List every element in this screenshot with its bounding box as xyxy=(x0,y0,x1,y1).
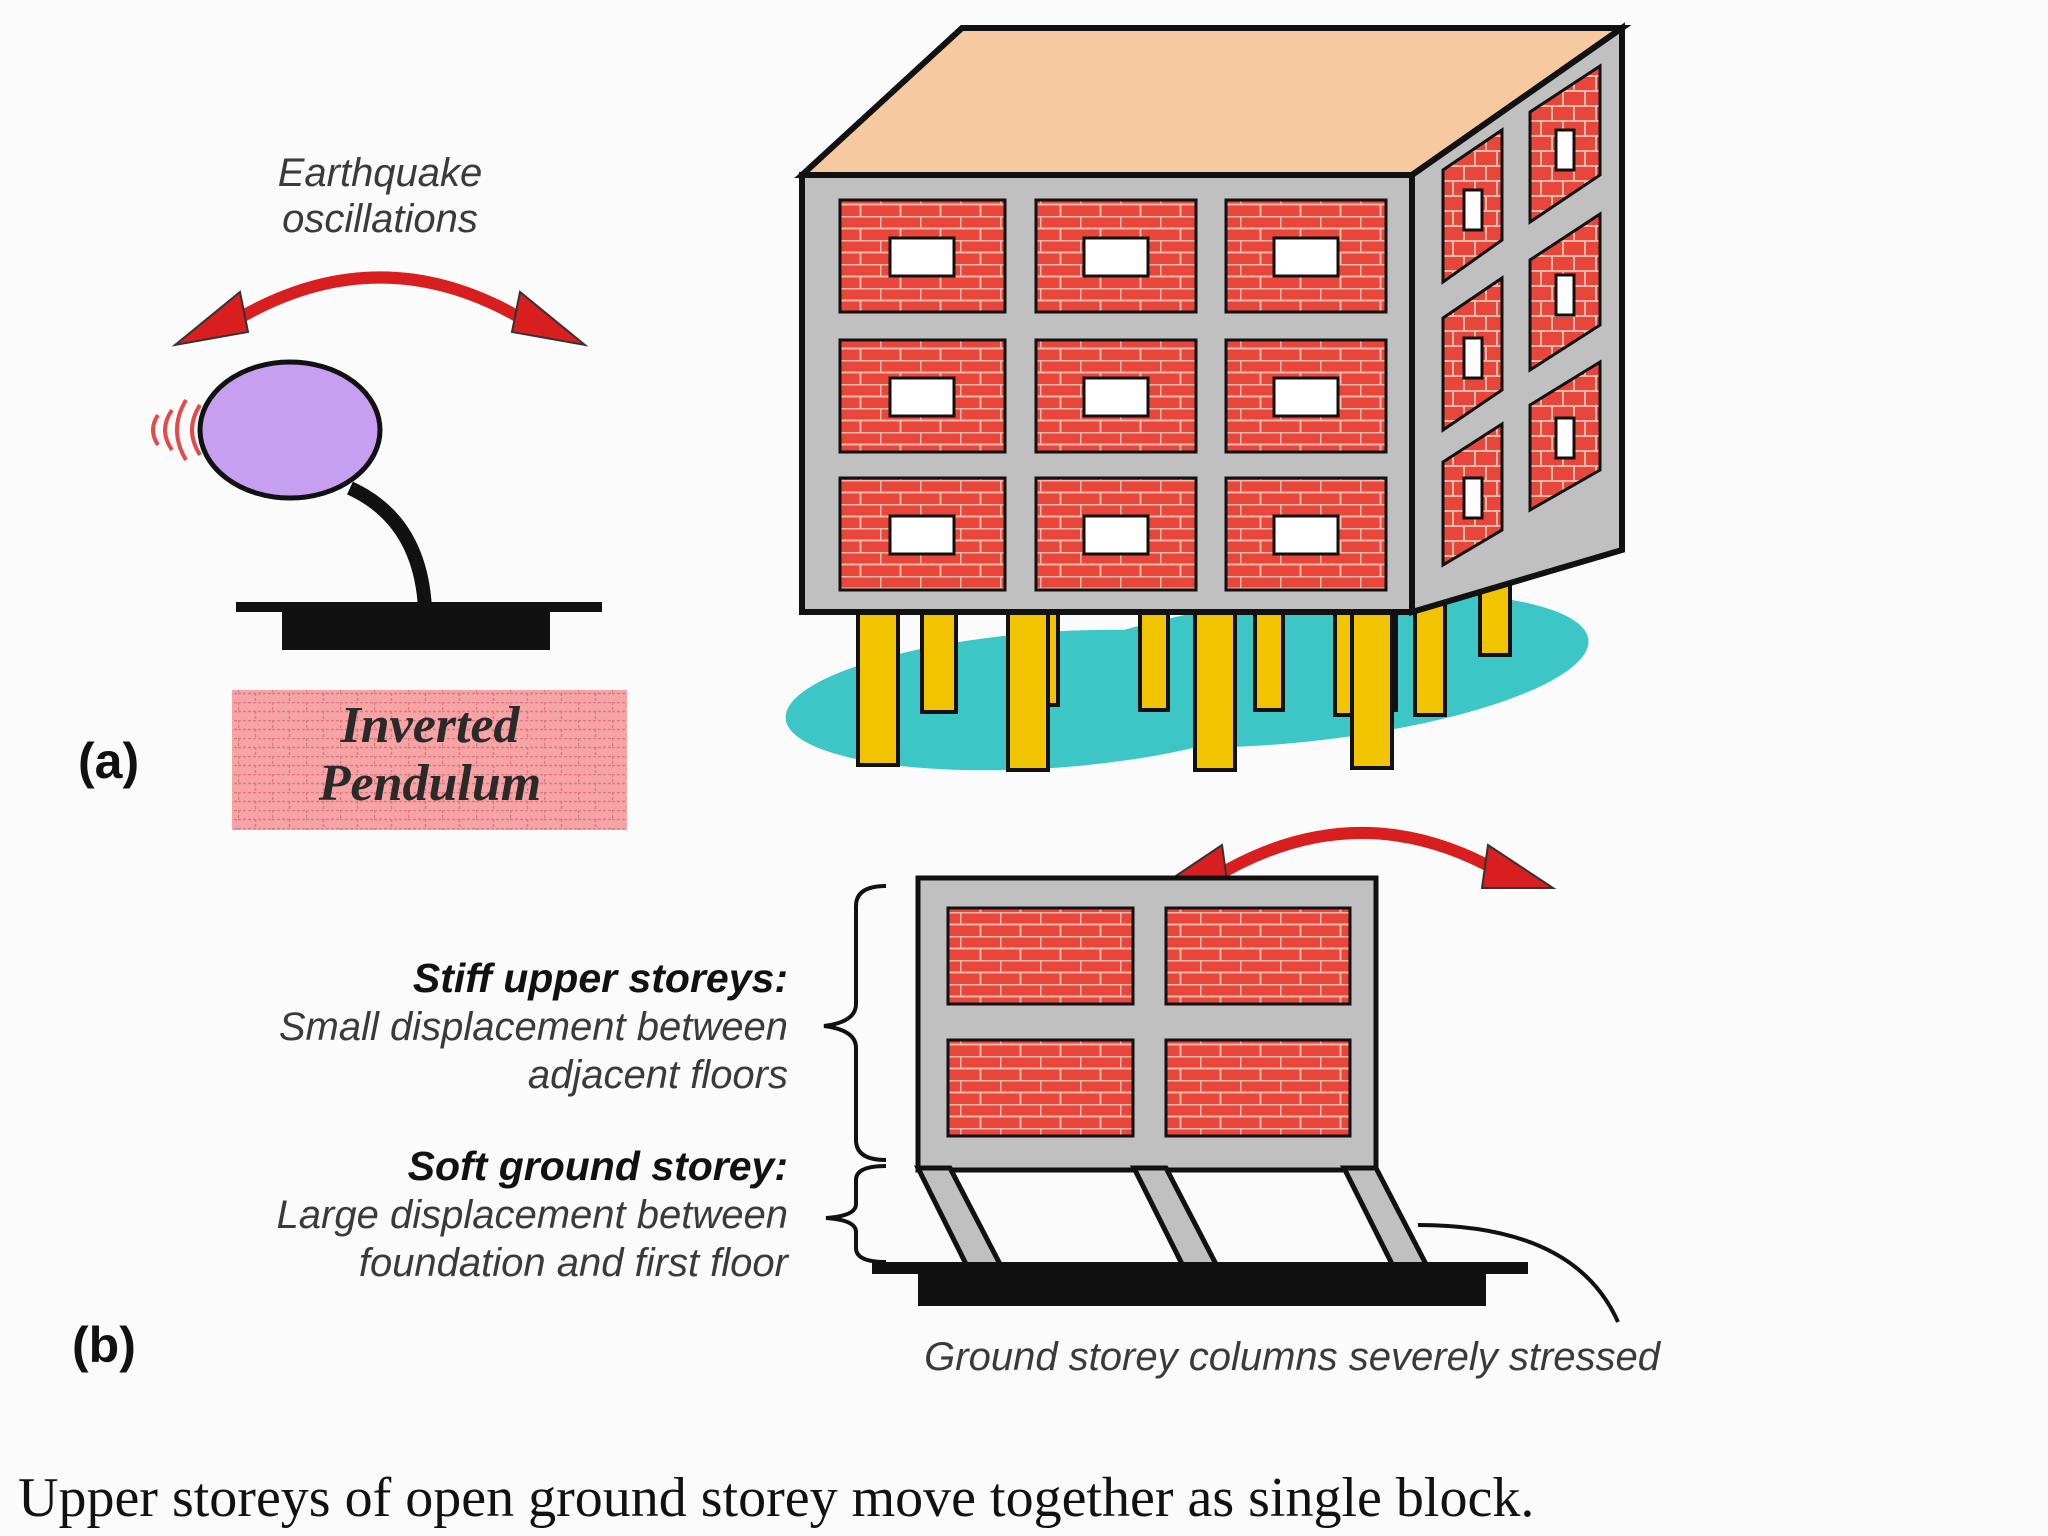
front-column xyxy=(1006,608,1050,772)
foundation-base xyxy=(918,1274,1486,1306)
figure-caption: Upper storeys of open ground storey move… xyxy=(18,1467,1534,1529)
side-infill-panels xyxy=(1441,63,1602,568)
part-b-label: (b) xyxy=(72,1317,136,1373)
back-column xyxy=(1253,598,1285,712)
stilt-columns xyxy=(856,558,1512,772)
building-3d xyxy=(785,22,1632,772)
back-column xyxy=(1413,598,1447,717)
vibration-marks xyxy=(151,398,202,462)
front-column xyxy=(1193,608,1237,772)
back-column xyxy=(920,598,958,714)
label-braces xyxy=(823,884,887,1264)
ground-columns-label: Ground storey columns severely stressed xyxy=(924,1335,1662,1379)
stiff-line2: adjacent floors xyxy=(528,1053,788,1097)
stiff-title: Stiff upper storeys: xyxy=(413,955,788,1001)
part-a-label: (a) xyxy=(78,733,139,789)
inverted-pendulum-label: Inverted Pendulum xyxy=(232,690,627,830)
leader-line xyxy=(1417,1223,1620,1323)
pendulum-base xyxy=(282,612,550,650)
pendulum-mass xyxy=(197,359,383,501)
upper-infill-panels xyxy=(946,906,1352,1138)
front-column xyxy=(856,608,900,767)
pendulum-label-line1: Inverted xyxy=(339,697,520,754)
stiff-line1: Small displacement between xyxy=(279,1005,788,1049)
pendulum-stem xyxy=(346,481,432,609)
earthquake-label-line1: Earthquake xyxy=(278,151,483,195)
front-infill-panels xyxy=(838,198,1388,592)
foundation-platform xyxy=(872,1262,1528,1274)
soft-line1: Large displacement between xyxy=(277,1193,788,1237)
front-column xyxy=(1350,608,1394,770)
pendulum-platform xyxy=(236,602,602,612)
soft-title: Soft ground storey: xyxy=(408,1143,788,1189)
pendulum-figure: Earthquake oscillations (a) Inverted Pen… xyxy=(78,151,627,830)
oscillation-arrow-a xyxy=(171,271,589,347)
pendulum-label-line2: Pendulum xyxy=(318,755,542,812)
back-column xyxy=(1138,598,1170,712)
earthquake-label-line2: oscillations xyxy=(282,197,478,241)
soft-line2: foundation and first floor xyxy=(359,1241,790,1285)
soft-storey-frame: Stiff upper storeys: Small displacement … xyxy=(72,827,1662,1379)
ground-storey-columns xyxy=(913,1165,1433,1271)
